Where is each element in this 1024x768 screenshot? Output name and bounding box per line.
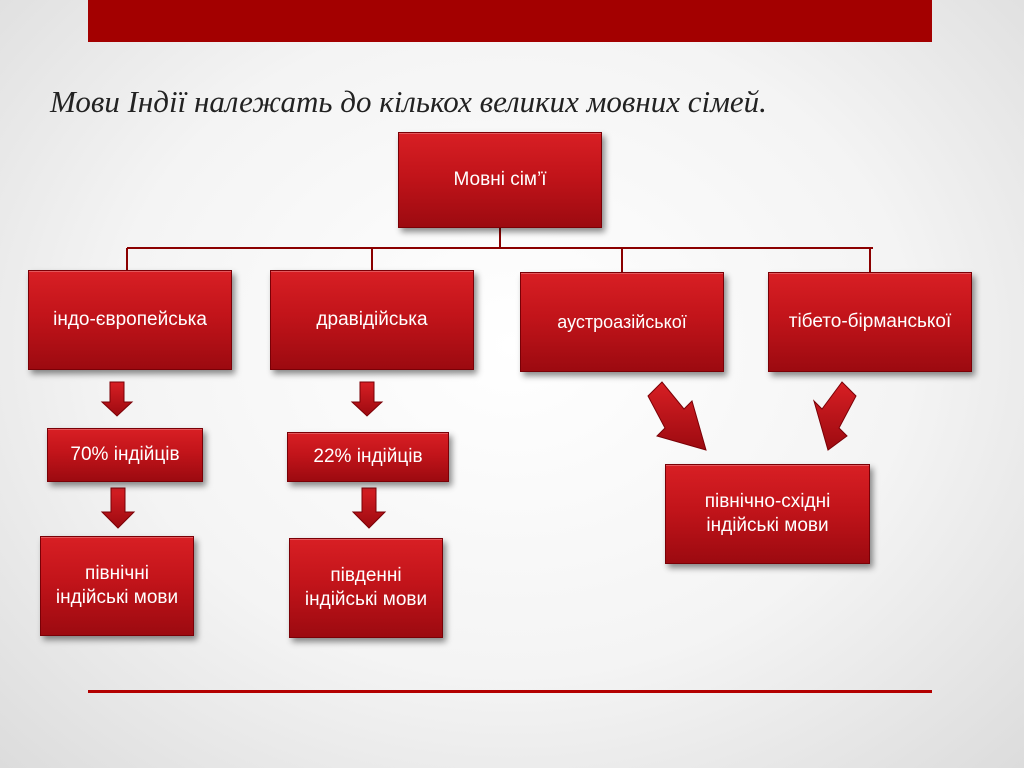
family-node-tibeto-burman: тібето-бірманської [768, 272, 972, 372]
share-node-70-percent: 70% індійців [47, 428, 203, 482]
family-node-dravidian: дравідійська [270, 270, 474, 370]
down-arrow-icon [350, 381, 384, 417]
share-node-22-percent: 22% індійців [287, 432, 449, 482]
down-arrow-icon [100, 487, 136, 529]
down-arrow-icon [100, 381, 134, 417]
root-node-language-families: Мовні сім’ї [398, 132, 602, 228]
diagonal-arrow-icon [812, 381, 857, 451]
region-node-northeastern: північно-східні індійські мови [665, 464, 870, 564]
bottom-accent-line [88, 690, 932, 693]
family-node-austroasiatic: аустроазійської [520, 272, 724, 372]
top-accent-bar [88, 0, 932, 42]
diagonal-arrow-icon [647, 381, 707, 451]
family-node-indo-european: індо-європейська [28, 270, 232, 370]
region-node-northern: північні індійські мови [40, 536, 194, 636]
down-arrow-icon [351, 487, 387, 529]
slide-title: Мови Індії належать до кількох великих м… [50, 84, 767, 119]
region-node-southern: південні індійські мови [289, 538, 443, 638]
